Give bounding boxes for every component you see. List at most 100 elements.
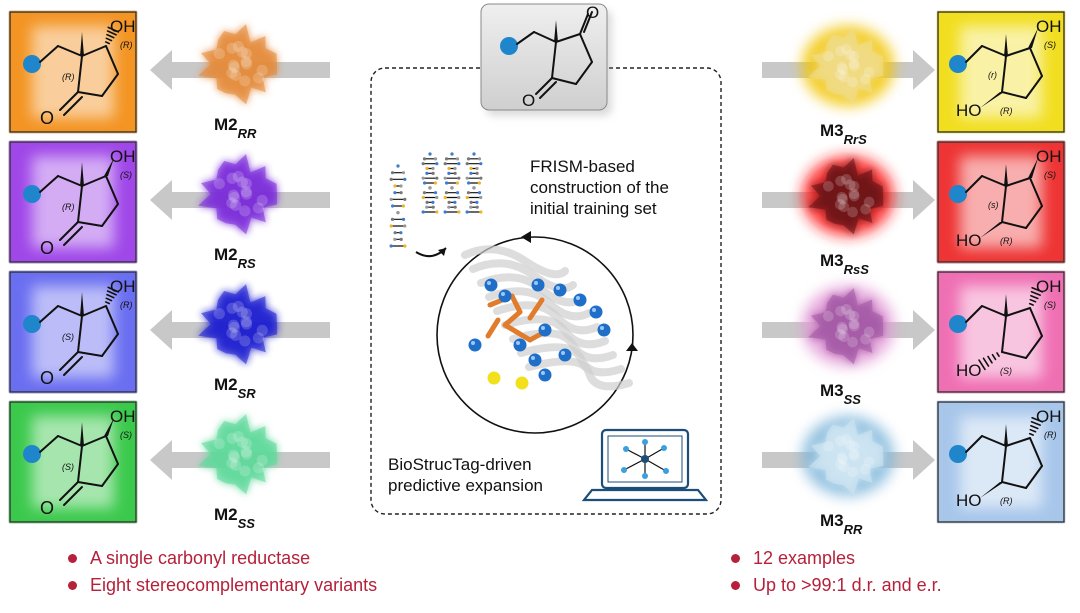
enzyme-m3rr: [808, 418, 884, 495]
hashed-bond: [978, 352, 1000, 371]
protein-texture: [236, 436, 248, 448]
dna-nucleotide: [475, 166, 479, 171]
arrow-head: [150, 50, 172, 90]
bond: [77, 185, 83, 223]
protein-texture: [838, 201, 850, 213]
protein-core: [198, 154, 278, 235]
bond: [101, 73, 119, 97]
bond: [1025, 75, 1043, 99]
bottom-oh-config-label: (R): [1000, 496, 1013, 506]
protein-texture: [823, 440, 834, 452]
bond: [81, 435, 107, 447]
oh-config-label: (R): [120, 40, 133, 50]
sphere-highlight: [471, 341, 475, 345]
protein-texture: [841, 434, 852, 445]
bond: [81, 175, 107, 187]
top-hydroxyl-label: OH: [1036, 277, 1062, 296]
dna-nucleotide: [466, 157, 471, 161]
quat-config-label: (R): [62, 72, 75, 82]
protein-texture: [228, 61, 240, 74]
dna-nucleotide: [443, 195, 447, 200]
bond: [63, 486, 83, 506]
card-highlight: [32, 416, 114, 508]
cycle-arrow-head-top: [521, 231, 531, 243]
methyl-wedge: [1004, 164, 1008, 186]
bond: [59, 91, 79, 111]
protein-texture: [847, 206, 858, 218]
bottom-oh-config-label: (R): [1000, 236, 1013, 246]
protein-texture: [844, 439, 856, 451]
protein-texture: [835, 45, 846, 57]
protein-texture: [226, 432, 238, 444]
ligand-bond: [527, 297, 545, 321]
enzyme-m2rr: [198, 24, 278, 105]
substituent-dot: [949, 315, 967, 333]
protein-core: [808, 418, 884, 495]
bond: [77, 481, 103, 487]
protein-texture: [227, 59, 240, 71]
dna-nucleotide: [422, 191, 427, 195]
bond: [77, 315, 83, 353]
network-node: [642, 439, 648, 445]
bond: [1025, 205, 1043, 229]
carbonyl-oxygen: O: [40, 108, 54, 128]
network-node: [642, 473, 648, 479]
hash-line: [996, 352, 1000, 357]
metal-site-sphere: [487, 371, 501, 385]
dna-nucleotide: [390, 204, 395, 208]
oh-wedge: [104, 418, 114, 436]
arrow-head: [913, 440, 935, 480]
protein-texture: [232, 40, 244, 53]
sphere-highlight: [534, 281, 538, 285]
arrow-head: [150, 180, 172, 220]
top-oh-config-label: (S): [1044, 40, 1056, 50]
substituent-dot: [23, 55, 41, 73]
bullet-dot: [731, 581, 740, 590]
protein-core: [198, 414, 278, 495]
carbonyl-oxygen-top: O: [586, 3, 599, 22]
card-highlight: [32, 26, 114, 118]
protein-texture: [848, 58, 860, 70]
bond: [77, 91, 103, 97]
bullet-dot: [68, 554, 77, 563]
dna-nucleotide: [431, 171, 435, 175]
left-bullet-list: A single carbonyl reductase Eight stereo…: [64, 545, 377, 599]
dna-nucleotide: [389, 244, 393, 248]
protein-texture: [848, 188, 860, 200]
network-node: [661, 445, 667, 451]
dna-nucleotide: [455, 191, 460, 195]
protein-texture: [848, 310, 860, 322]
protein-texture: [213, 178, 225, 190]
bond: [1001, 351, 1027, 359]
bond: [965, 175, 983, 193]
protein-texture: [239, 335, 251, 347]
dna-nucleotide: [399, 237, 403, 241]
ligand-bond: [502, 322, 533, 343]
mutation-site-sphere: [553, 283, 567, 297]
dna-nucleotide: [435, 195, 439, 200]
hash-line: [104, 301, 110, 305]
hash-line: [991, 353, 997, 361]
dna-nucleotide: [433, 157, 438, 161]
protein-core: [198, 284, 278, 365]
protein-texture: [252, 202, 265, 214]
mutation-site-sphere: [484, 278, 498, 292]
protein-texture: [863, 456, 875, 468]
protein-texture: [860, 73, 871, 85]
dna-nucleotide: [472, 152, 476, 156]
bond: [1001, 185, 1007, 223]
dna-nucleotide: [389, 197, 393, 201]
laptop-base: [581, 488, 709, 502]
bond: [579, 13, 589, 35]
bond: [105, 175, 119, 205]
protein-texture: [227, 319, 240, 331]
bullet-item: Up to >99:1 d.r. and e.r.: [727, 572, 942, 599]
dna-nucleotide: [425, 171, 429, 175]
dna-nucleotide: [393, 184, 397, 188]
bond: [57, 435, 83, 447]
dna-nucleotide: [433, 191, 438, 195]
hydroxyl-label: OH: [110, 147, 136, 166]
dna-nucleotide: [466, 191, 471, 195]
